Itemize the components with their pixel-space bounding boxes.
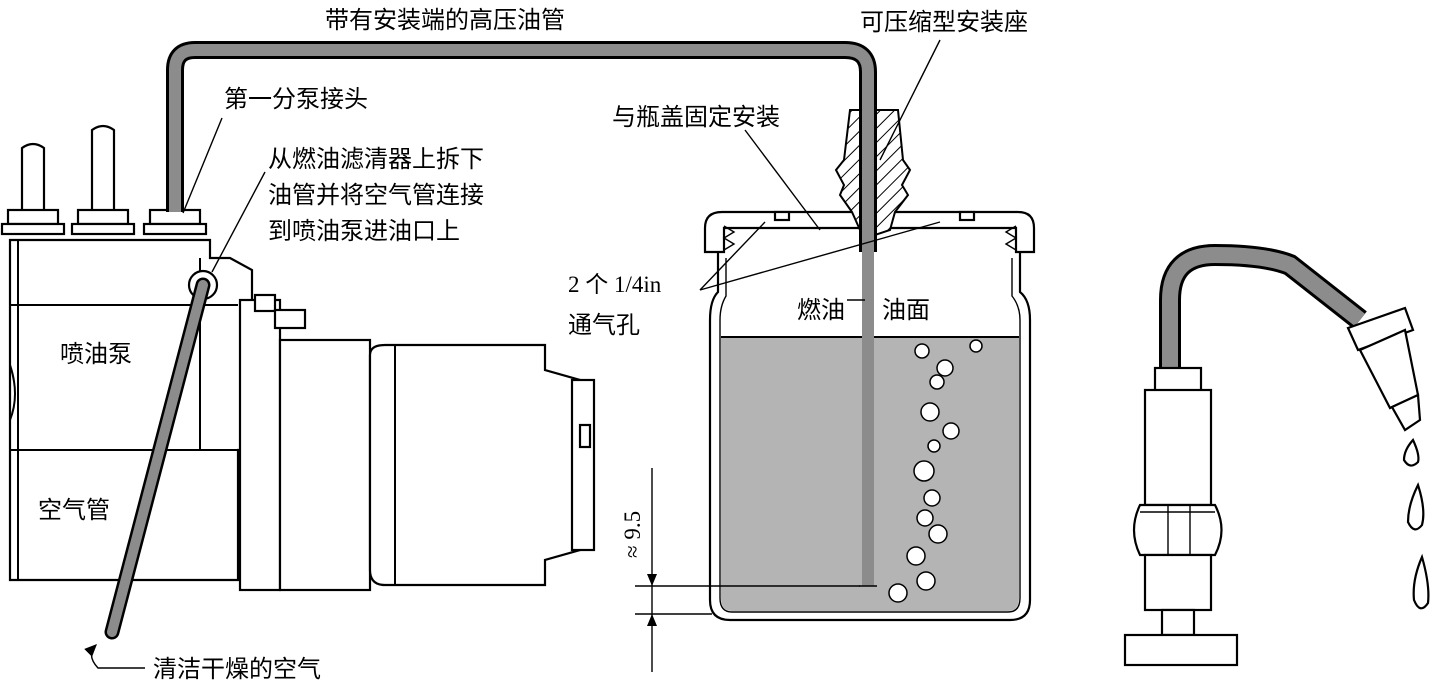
label-oil-level: 油面: [882, 296, 930, 324]
label-remove-pipe-1: 从燃油滤清器上拆下: [268, 145, 484, 173]
label-vent-holes-1: 2 个 1/4in: [568, 272, 662, 297]
pump-governor-housing: [368, 343, 582, 587]
pump-outlet-stub-1: [0, 142, 66, 236]
label-first-pump-fitting: 第一分泵接头: [224, 85, 368, 113]
dimension-marker: [635, 468, 860, 672]
pump-flange: [238, 298, 282, 592]
label-dimension: ≈ 9.5: [620, 511, 645, 558]
first-pump-fitting: [142, 208, 208, 236]
air-bubbles: [888, 339, 983, 603]
pump-end-cap: [570, 378, 596, 552]
label-remove-pipe-3: 到喷油泵进油口上: [268, 217, 460, 245]
leader-lines: [84, 39, 941, 669]
pump-outlet-stub-2: [70, 124, 136, 236]
label-cap-mount: 与瓶盖固定安装: [612, 103, 780, 131]
label-high-pressure-pipe: 带有安装端的高压油管: [325, 6, 565, 34]
label-air-pipe: 空气管: [38, 496, 110, 524]
pump-drive-housing: [278, 338, 372, 592]
label-injection-pump: 喷油泵: [60, 340, 132, 368]
injector-feed-pipe: [1159, 243, 1367, 370]
fuel-injector: [1123, 243, 1430, 667]
label-vent-holes-2: 通气孔: [568, 311, 640, 339]
label-fuel: 燃油: [797, 296, 845, 324]
label-compressible-seat: 可压缩型安装座: [860, 8, 1028, 36]
jar-cap: [703, 210, 1036, 254]
label-remove-pipe-2: 油管并将空气管连接: [268, 181, 484, 209]
label-clean-dry-air: 清洁干燥的空气: [153, 655, 321, 683]
